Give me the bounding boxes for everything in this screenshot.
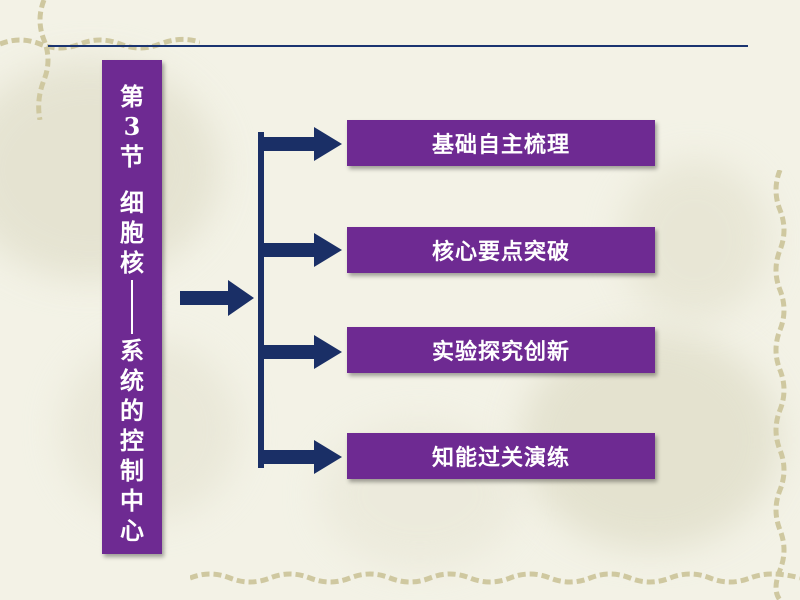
- title-dash: [131, 280, 133, 334]
- menu-experiment-button[interactable]: 实验探究创新: [347, 327, 655, 373]
- section-title-main: 细 胞 核: [120, 188, 144, 277]
- vine-border-right: [773, 170, 787, 600]
- vine-border-bottom: [190, 571, 800, 585]
- main-arrow-icon: [180, 280, 254, 316]
- vine-border-top-left: [0, 0, 200, 120]
- section-number: 第 3 节: [120, 82, 144, 171]
- branch-arrow-icon: [262, 233, 342, 267]
- section-title-sub: 系 统 的 控 制 中 心: [120, 336, 144, 545]
- branch-arrow-icon: [262, 440, 342, 474]
- branch-arrow-icon: [262, 335, 342, 369]
- bracket-line: [258, 132, 264, 468]
- section-title-panel: 第 3 节 细 胞 核 系 统 的 控 制 中 心: [102, 60, 162, 554]
- menu-basic-review-button[interactable]: 基础自主梳理: [347, 120, 655, 166]
- branch-arrow-icon: [262, 127, 342, 161]
- menu-key-points-button[interactable]: 核心要点突破: [347, 227, 655, 273]
- top-rule: [48, 45, 748, 47]
- menu-practice-button[interactable]: 知能过关演练: [347, 433, 655, 479]
